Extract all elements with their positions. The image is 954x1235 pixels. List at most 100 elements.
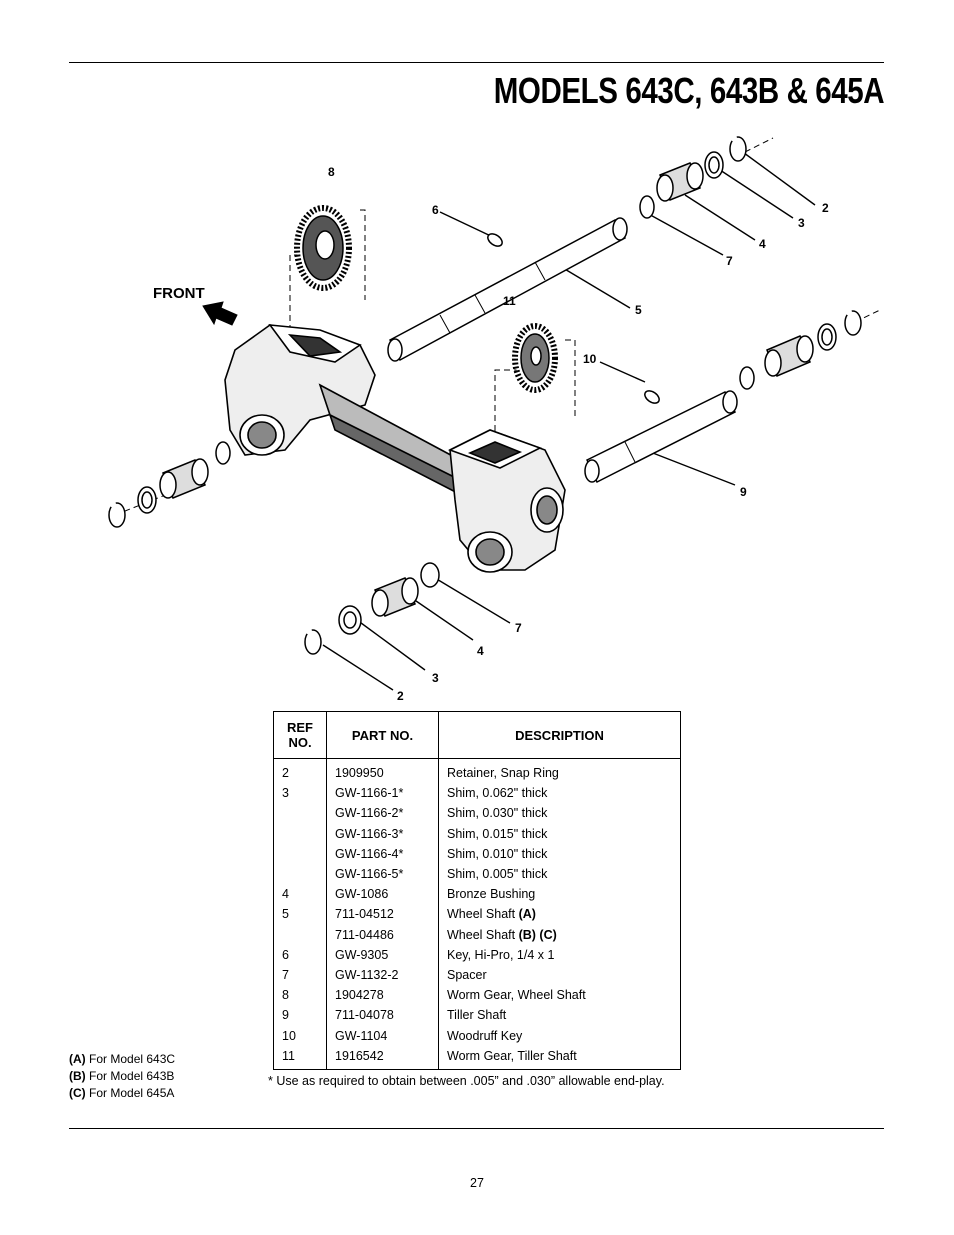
assembly-line [744, 137, 774, 153]
callout-7: 7 [726, 254, 733, 268]
model-notes: (A) For Model 643C (B) For Model 643B (C… [69, 1051, 175, 1102]
table-row: GW-1166-5*Shim, 0.005" thick [273, 863, 681, 885]
ref-cell: 5 [273, 904, 327, 925]
bottom-stack [304, 562, 440, 655]
description-cell: Key, Hi-Pro, 1/4 x 1 [447, 947, 555, 962]
description-cell: Wheel Shaft (A) [447, 907, 536, 922]
front-label: FRONT [153, 285, 205, 302]
header-description: DESCRIPTION [438, 711, 681, 759]
left-stack [108, 441, 231, 528]
description-cell: Shim, 0.015" thick [447, 826, 548, 841]
callout-3: 3 [798, 216, 805, 230]
ref-cell [273, 823, 327, 844]
axle-housing [224, 324, 566, 573]
ref-cell: 6 [273, 944, 327, 965]
callout-5: 5 [635, 303, 642, 317]
ref-cell [273, 803, 327, 824]
model-code: (B) (C) [518, 927, 557, 942]
ref-cell: 3 [273, 783, 327, 804]
part-no-cell: 1909950 [326, 758, 439, 784]
worm-gear-wheel-shaft [294, 205, 352, 291]
description-cell: Bronze Bushing [447, 887, 536, 902]
part-no-cell: 1916542 [326, 1045, 439, 1070]
upper-right-stack [639, 136, 747, 219]
front-arrow-icon [202, 301, 238, 326]
assembly-line [494, 369, 520, 450]
ref-cell: 11 [273, 1045, 327, 1070]
leader-line [719, 169, 794, 219]
description-cell: Tiller Shaft [447, 1008, 507, 1023]
part-no-cell: GW-1166-4* [326, 843, 439, 864]
leader-line [322, 644, 394, 691]
table-header-row: REF NO. PART NO. DESCRIPTION [273, 711, 681, 759]
description-cell: Wheel Shaft (B) (C) [447, 927, 557, 942]
callout-9: 9 [740, 485, 747, 499]
ref-cell: 8 [273, 985, 327, 1006]
key-hi-pro [487, 233, 503, 247]
exploded-parts-diagram: FRONT 8 6 2 3 4 7 5 11 10 9 7 4 3 2 [108, 136, 881, 703]
table-row: GW-1166-3* Shim, 0.015" thick [273, 823, 681, 844]
description-cell: Retainer, Snap Ring [447, 766, 559, 781]
callout-10: 10 [583, 352, 597, 366]
callout-2: 2 [822, 201, 829, 215]
leader-line [599, 361, 646, 383]
description-cell: Shim, 0.010" thick [447, 846, 548, 861]
description-cell: Shim, 0.005" thick [447, 867, 548, 882]
callout-4b: 4 [477, 644, 484, 658]
part-no-cell: GW-1132-2 [326, 964, 439, 986]
leader-line [562, 267, 631, 309]
page-title: MODELS 643C, 643B & 645A [493, 70, 885, 111]
header-ref-no: REF NO. [273, 711, 327, 759]
part-no-cell: GW-1086 [326, 884, 439, 905]
callout-7b: 7 [515, 621, 522, 635]
model-code: (A) [518, 907, 536, 922]
part-no-cell: GW-9305 [326, 944, 439, 965]
callout-4: 4 [759, 237, 766, 251]
leader-line [356, 619, 426, 671]
table-row: GW-1166-4* Shim, 0.010" thick [273, 843, 681, 864]
lower-right-stack [739, 310, 862, 390]
part-no-cell: 1904278 [326, 985, 439, 1006]
page-number: 27 [470, 1176, 484, 1190]
ref-cell [273, 843, 327, 864]
assembly-line [565, 339, 576, 420]
description-cell: Woodruff Key [447, 1028, 523, 1043]
tiller-shaft [584, 390, 738, 484]
wheel-shaft [387, 217, 628, 362]
worm-gear-tiller-shaft [512, 323, 558, 393]
model-note: (B) For Model 643B [69, 1069, 175, 1083]
part-no-cell: GW-1166-2* [326, 803, 439, 824]
assembly-line [360, 209, 366, 300]
leader-line [439, 211, 496, 239]
description-cell: Worm Gear, Tiller Shaft [447, 1048, 577, 1063]
ref-cell [273, 924, 327, 945]
callout-11: 11 [503, 294, 516, 308]
top-rule [69, 62, 884, 63]
model-note: (A) For Model 643C [69, 1052, 176, 1066]
part-no-cell: 711-04078 [326, 1005, 439, 1026]
leader-line [739, 149, 816, 206]
leader-line [644, 211, 724, 256]
leader-line [639, 447, 736, 486]
ref-cell: 4 [273, 884, 327, 905]
description-cell: Spacer [447, 967, 487, 982]
part-no-cell: GW-1166-3* [326, 823, 439, 844]
part-no-cell: 711-04486 [326, 924, 439, 945]
ref-cell [273, 863, 327, 885]
ref-cell: 9 [273, 1005, 327, 1026]
part-no-cell: GW-1166-1* [326, 783, 439, 804]
model-note: (C) For Model 645A [69, 1086, 175, 1100]
table-row: 711-04486 Wheel Shaft (B) (C) [273, 924, 681, 945]
callout-3b: 3 [432, 671, 439, 685]
